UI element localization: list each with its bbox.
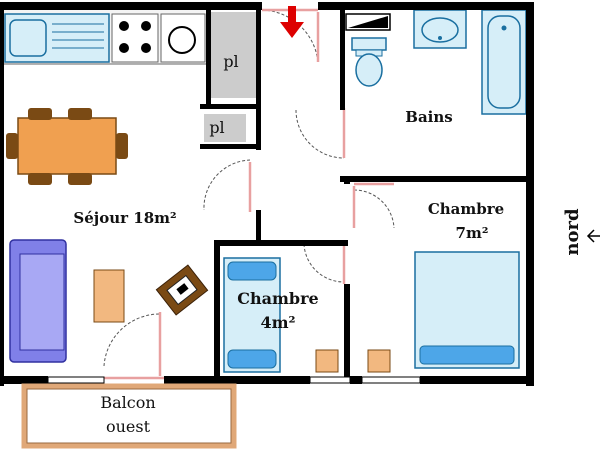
kitchen-sink-icon: [4, 13, 110, 63]
kitchen-counter: [2, 7, 209, 65]
bathtub-icon: [481, 9, 527, 115]
bathroom-sink-icon: [413, 9, 467, 49]
toilet-icon: [351, 37, 387, 87]
room-label-bains: Bains: [405, 108, 452, 126]
room-label-chambre-7-area: 7m²: [456, 224, 489, 242]
door-arc-chambre-7: [353, 189, 395, 229]
coffee-table: [93, 269, 125, 323]
stove-icon: [111, 13, 159, 63]
placard-label-2: pl: [209, 118, 224, 137]
balcony-label-orientation: ouest: [106, 417, 151, 436]
room-label-sejour: Séjour 18m²: [73, 209, 176, 227]
dining-chairs: [6, 108, 128, 185]
single-bed: [223, 257, 281, 373]
north-arrow-icon: [586, 229, 600, 243]
placard-label-1: pl: [223, 52, 238, 71]
placard-closet-1: [210, 12, 256, 98]
compass: nord: [562, 208, 600, 256]
door-arc-bains: [295, 109, 345, 159]
placard-closet-2: [204, 114, 246, 142]
windows: [47, 376, 421, 384]
nightstand-large-bedroom: [367, 349, 391, 373]
balcony: [21, 383, 237, 449]
balcony-label-name: Balcon: [100, 393, 155, 412]
room-label-chambre-7-name: Chambre: [428, 200, 504, 218]
tv-icon: [155, 264, 209, 316]
door-arc-balcon: [103, 313, 161, 367]
walls: [0, 2, 534, 386]
dining-table: [17, 117, 117, 175]
compass-label: nord: [562, 208, 583, 256]
nightstand-small-bedroom: [315, 349, 339, 373]
sofa: [9, 239, 67, 363]
double-bed: [414, 251, 520, 369]
door-arc-sejour: [203, 159, 251, 211]
door-frames: [104, 8, 394, 380]
entry-arrow-icon: [280, 6, 304, 38]
room-label-chambre-4-area: 4m²: [260, 313, 295, 332]
water-heater-icon: [345, 13, 391, 31]
room-label-chambre-4-name: Chambre: [237, 289, 318, 308]
washing-machine-icon: [160, 13, 206, 63]
door-arc-chambre-4: [303, 243, 345, 283]
